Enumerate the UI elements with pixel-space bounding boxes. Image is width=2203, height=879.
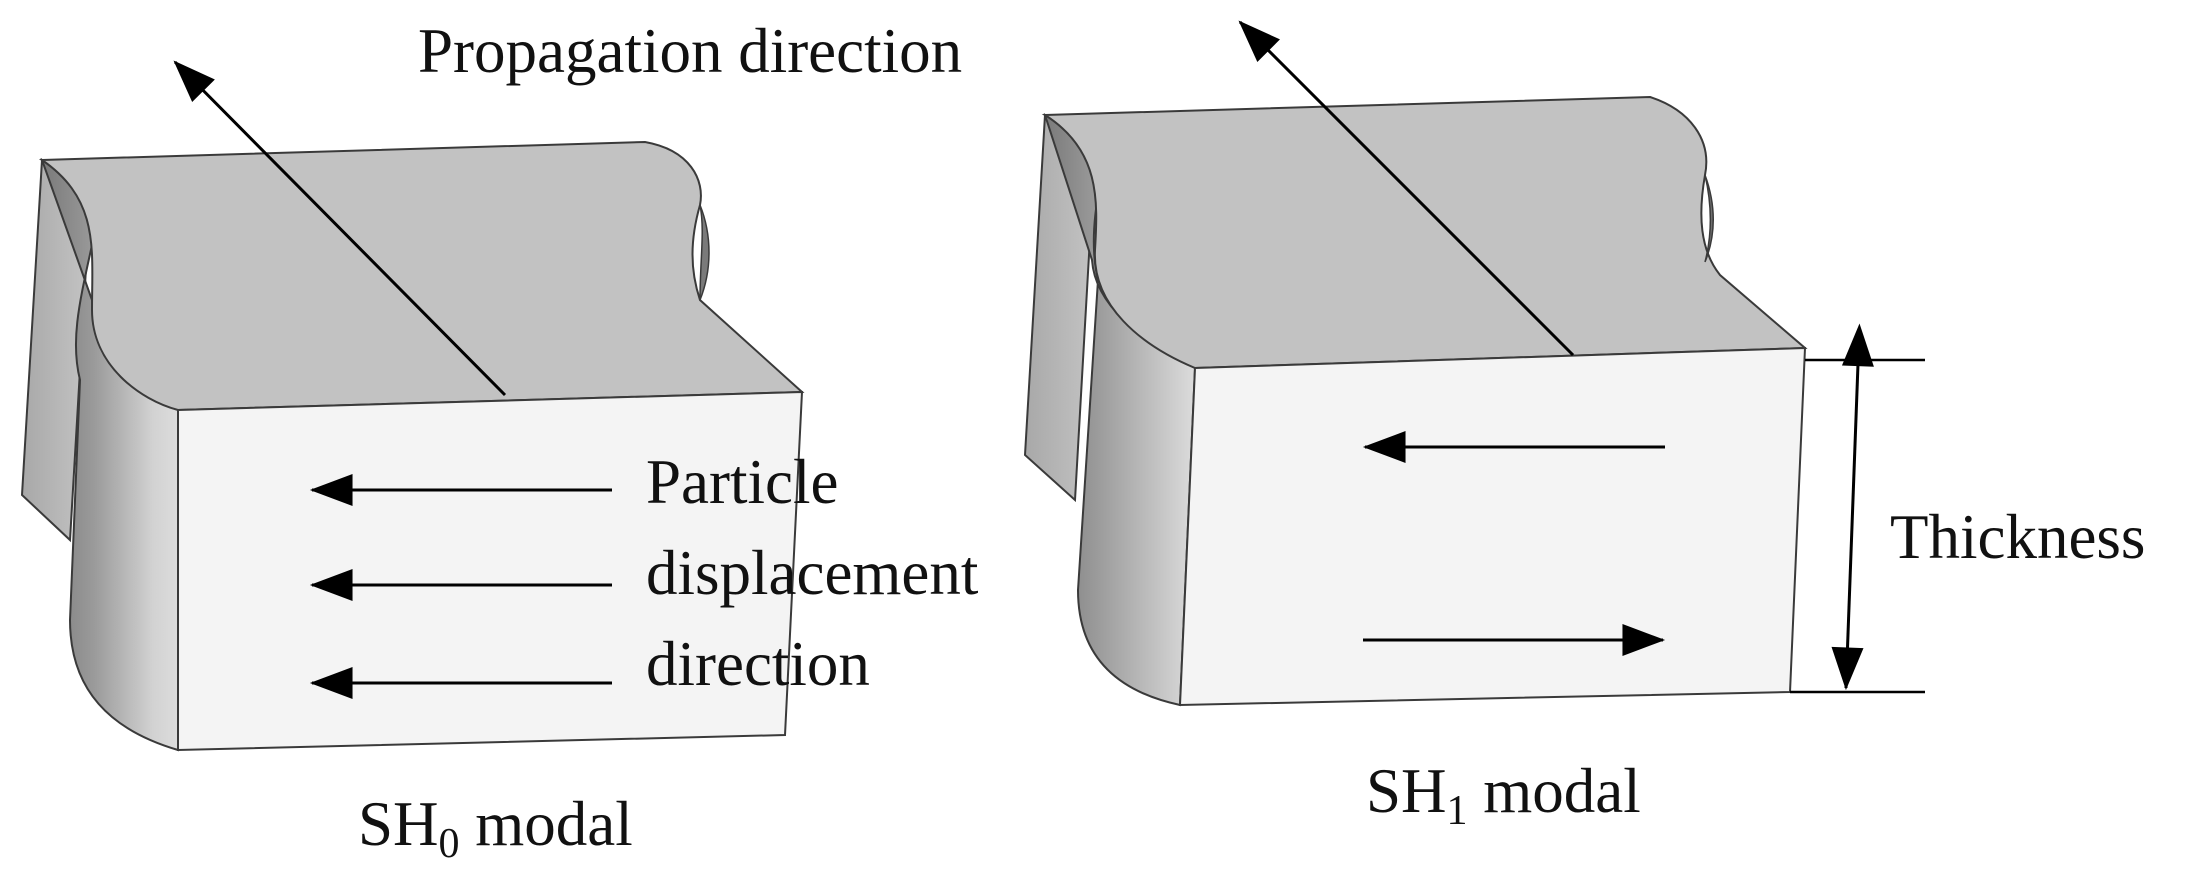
particle-displacement-label: Particle displacement direction bbox=[646, 447, 979, 699]
sh1-front-face bbox=[1178, 346, 1807, 707]
sh1-caption: SH1 modal bbox=[1366, 756, 1641, 834]
sh0-caption-main: SH bbox=[358, 789, 439, 859]
sh0-caption-rest: modal bbox=[460, 789, 633, 859]
sh1-notch bbox=[1704, 174, 1714, 263]
sh0-block bbox=[20, 60, 805, 752]
sh0-top-face bbox=[38, 140, 805, 412]
sh0-propagation-arrow bbox=[173, 60, 507, 397]
sh1-caption-rest: modal bbox=[1468, 756, 1641, 826]
sh1-caption-main: SH bbox=[1366, 756, 1447, 826]
sh1-propagation-arrow bbox=[1238, 20, 1575, 357]
sh1-top-face bbox=[1041, 95, 1808, 370]
thickness-dimension bbox=[1790, 323, 1925, 694]
sh0-notch bbox=[699, 204, 710, 301]
particle-label-line-2: displacement bbox=[646, 538, 979, 608]
propagation-direction-label: Propagation direction bbox=[418, 16, 962, 86]
sh0-caption-subscript: 0 bbox=[439, 821, 460, 867]
particle-label-line-1: Particle bbox=[646, 447, 838, 517]
sh1-block bbox=[1023, 20, 1808, 707]
thickness-double-arrow bbox=[1831, 323, 1874, 691]
sh0-caption: SH0 modal bbox=[358, 789, 633, 867]
sh1-caption-subscript: 1 bbox=[1447, 788, 1468, 834]
particle-label-line-3: direction bbox=[646, 629, 870, 699]
thickness-label: Thickness bbox=[1890, 502, 2145, 572]
